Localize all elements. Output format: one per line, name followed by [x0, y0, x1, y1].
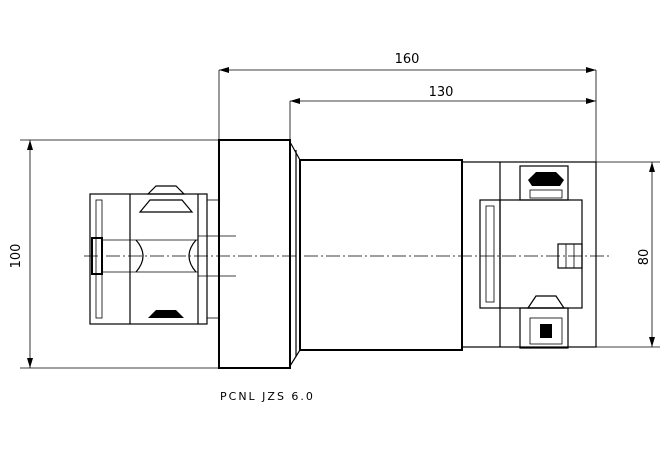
front-connector [89, 185, 236, 325]
dimension-flange-diameter-label: 100 [9, 244, 24, 269]
dimension-body-length: 130 [289, 85, 596, 142]
dimension-overall-length-label: 160 [395, 52, 420, 67]
dimension-flange-diameter: 100 [9, 139, 219, 369]
dimension-body-length-label: 130 [429, 85, 454, 100]
dimension-rear-diameter: 80 [596, 161, 660, 348]
rear-connector [479, 165, 583, 349]
drawing-caption: PCNL JZS 6.0 [220, 390, 315, 403]
dimension-rear-diameter-label: 80 [637, 249, 652, 266]
dimension-overall-length: 160 [218, 52, 597, 162]
